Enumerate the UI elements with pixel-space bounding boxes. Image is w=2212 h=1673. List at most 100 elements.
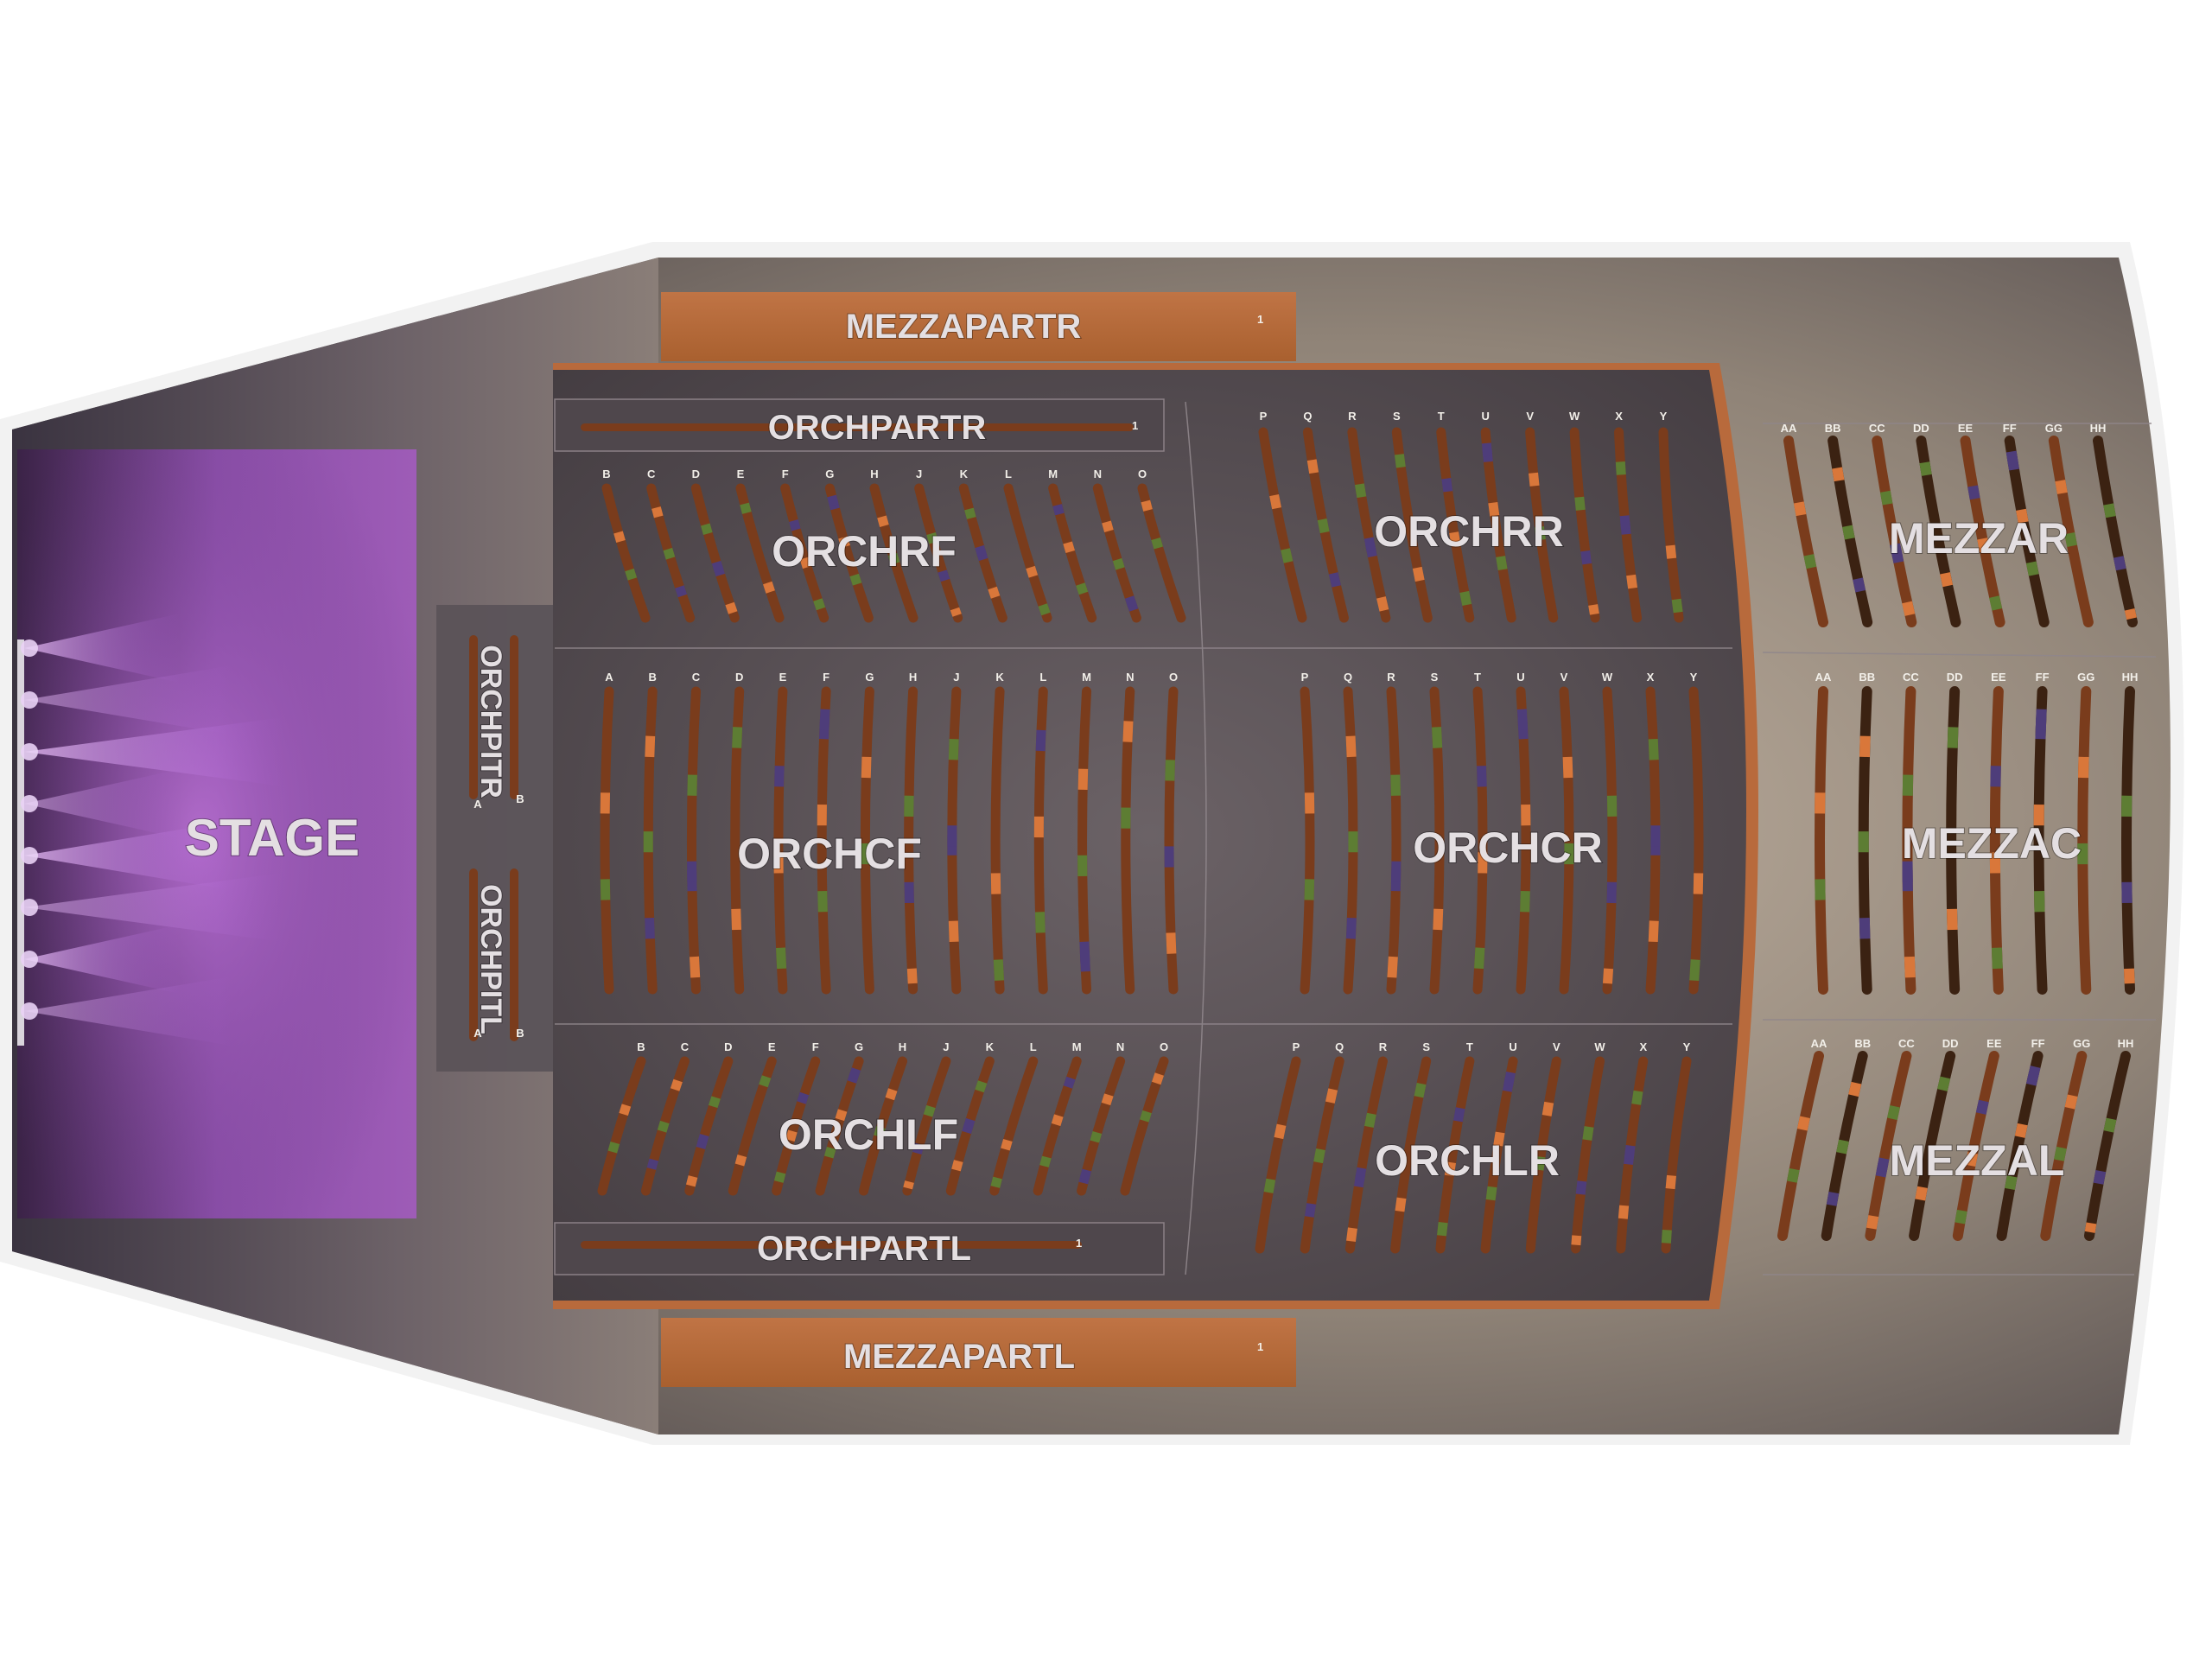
seat-row[interactable]: [1003, 483, 1052, 623]
seat[interactable]: [2014, 1123, 2028, 1138]
seat[interactable]: [1534, 1155, 1546, 1171]
seat[interactable]: [2005, 1175, 2018, 1191]
seat[interactable]: [1534, 525, 1546, 541]
seat[interactable]: [1520, 890, 1530, 913]
seat[interactable]: [1140, 1110, 1152, 1123]
seat[interactable]: [2005, 450, 2018, 466]
seat-row[interactable]: [1783, 436, 1828, 627]
section-mezzapartr[interactable]: MEZZAPARTR 1: [661, 292, 1296, 361]
seat[interactable]: [646, 1158, 659, 1170]
seat[interactable]: [1304, 1203, 1317, 1218]
seat[interactable]: [1902, 601, 1916, 616]
seat[interactable]: [657, 1120, 670, 1133]
seat-row[interactable]: [1661, 1056, 1692, 1254]
seat[interactable]: [607, 1142, 620, 1154]
seat[interactable]: [1485, 1186, 1497, 1201]
seat[interactable]: [1496, 556, 1508, 570]
seat[interactable]: [1826, 1192, 1840, 1206]
seat-row[interactable]: [902, 1056, 951, 1196]
seat-row[interactable]: [2121, 686, 2135, 995]
seat[interactable]: [948, 920, 959, 942]
seat-row[interactable]: [1033, 1056, 1082, 1196]
seat[interactable]: [1313, 1148, 1325, 1164]
seat[interactable]: [1624, 1144, 1636, 1160]
seat[interactable]: [645, 735, 656, 758]
seat[interactable]: [687, 774, 697, 796]
seat[interactable]: [1615, 461, 1626, 475]
seat[interactable]: [1793, 501, 1807, 517]
seat[interactable]: [797, 1091, 810, 1104]
seat[interactable]: [774, 766, 785, 787]
seat[interactable]: [1035, 729, 1046, 752]
seat[interactable]: [926, 531, 938, 544]
seat-row[interactable]: [1658, 427, 1684, 623]
seat[interactable]: [1274, 1123, 1287, 1140]
seat[interactable]: [1481, 442, 1493, 457]
seat[interactable]: [2113, 556, 2126, 571]
seat[interactable]: [827, 494, 839, 506]
seat-row[interactable]: [904, 686, 918, 995]
seat[interactable]: [1437, 1222, 1448, 1237]
seat[interactable]: [1836, 1139, 1849, 1155]
seat[interactable]: [1449, 531, 1461, 547]
seat[interactable]: [1152, 1072, 1164, 1085]
seat[interactable]: [2103, 1117, 2117, 1133]
seat[interactable]: [1946, 908, 1958, 931]
seat[interactable]: [1915, 1186, 1928, 1201]
seat[interactable]: [1631, 1090, 1643, 1105]
seat[interactable]: [1141, 499, 1153, 512]
seat[interactable]: [1859, 735, 1871, 758]
seat[interactable]: [1166, 932, 1177, 954]
seat[interactable]: [1947, 727, 1959, 748]
seat-row[interactable]: [2077, 686, 2092, 995]
seat[interactable]: [1493, 1131, 1505, 1147]
seat[interactable]: [1390, 774, 1401, 796]
seat-row[interactable]: [1255, 1056, 1301, 1254]
seat[interactable]: [1975, 1099, 1989, 1115]
seat[interactable]: [1394, 454, 1406, 468]
seat[interactable]: [625, 568, 638, 581]
seat[interactable]: [912, 1142, 925, 1155]
seat[interactable]: [838, 536, 850, 549]
seat[interactable]: [988, 586, 1001, 599]
seat-row[interactable]: [1865, 1051, 1912, 1241]
seat[interactable]: [950, 607, 962, 617]
seat[interactable]: [1263, 1178, 1276, 1193]
seat[interactable]: [1529, 472, 1540, 487]
seat[interactable]: [1124, 595, 1137, 608]
section-mezzapartl[interactable]: MEZZAPARTL 1: [661, 1318, 1296, 1387]
seat-row[interactable]: [1344, 1056, 1388, 1254]
seat-row[interactable]: [1347, 427, 1391, 623]
seat-row[interactable]: [1688, 686, 1704, 995]
seat[interactable]: [1079, 1168, 1092, 1180]
seat[interactable]: [711, 560, 724, 573]
seat-row[interactable]: [1902, 686, 1916, 995]
seat[interactable]: [732, 727, 743, 748]
seat[interactable]: [1432, 727, 1443, 748]
seat-row[interactable]: [1559, 686, 1574, 995]
seat[interactable]: [1034, 912, 1046, 933]
seat[interactable]: [1474, 947, 1485, 970]
seat[interactable]: [2103, 503, 2116, 518]
seat[interactable]: [645, 918, 655, 939]
seat[interactable]: [763, 581, 775, 594]
seat[interactable]: [1063, 1076, 1076, 1089]
seat[interactable]: [938, 569, 950, 582]
seat-row[interactable]: [2048, 436, 2094, 627]
seat[interactable]: [613, 531, 626, 544]
seat[interactable]: [1842, 525, 1855, 540]
seat[interactable]: [903, 1180, 914, 1190]
seat[interactable]: [1853, 577, 1866, 593]
seat[interactable]: [1387, 956, 1398, 978]
seat[interactable]: [1363, 537, 1376, 552]
seat[interactable]: [1967, 485, 1980, 500]
seat[interactable]: [1038, 603, 1051, 616]
seat[interactable]: [1488, 501, 1500, 517]
seat[interactable]: [964, 507, 976, 519]
seat-row[interactable]: [1777, 1051, 1824, 1241]
seat[interactable]: [2016, 508, 2029, 524]
seat[interactable]: [1602, 968, 1614, 984]
seat[interactable]: [1354, 483, 1367, 499]
